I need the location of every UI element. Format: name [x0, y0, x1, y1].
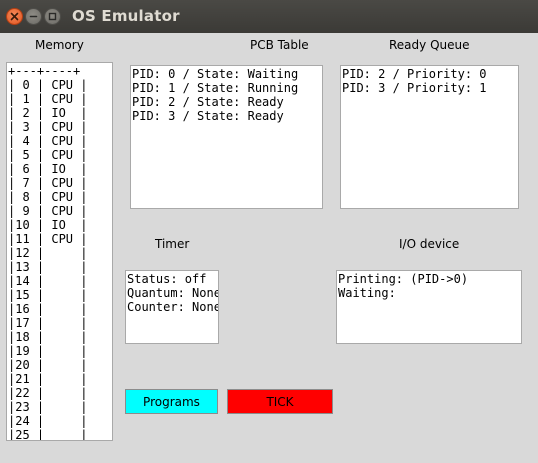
- text-line: PID: 3 / State: Ready: [132, 109, 284, 123]
- tick-button[interactable]: TICK: [227, 389, 333, 414]
- text-line: PID: 2 / State: Ready: [132, 95, 284, 109]
- text-line: | 8 | CPU |: [8, 190, 88, 204]
- text-line: |12 | |: [8, 246, 88, 260]
- text-line: | 2 | IO |: [8, 106, 88, 120]
- text-line: PID: 2 / Priority: 0: [342, 67, 487, 81]
- text-line: |25 | |: [8, 428, 88, 441]
- text-line: |20 | |: [8, 358, 88, 372]
- text-line: | 5 | CPU |: [8, 148, 88, 162]
- text-line: Quantum: None: [127, 286, 219, 300]
- text-line: PID: 3 / Priority: 1: [342, 81, 487, 95]
- text-line: Printing: (PID->0): [338, 272, 469, 286]
- close-window-button[interactable]: [6, 8, 23, 25]
- text-line: |10 | IO |: [8, 218, 88, 232]
- text-line: Waiting:: [338, 286, 396, 300]
- text-line: |17 | |: [8, 316, 88, 330]
- memory-text-area[interactable]: +---+----+| 0 | CPU || 1 | CPU || 2 | IO…: [6, 62, 113, 441]
- text-line: |15 | |: [8, 288, 88, 302]
- ready-queue-heading: Ready Queue: [389, 38, 470, 52]
- text-line: | 3 | CPU |: [8, 120, 88, 134]
- timer-heading: Timer: [155, 237, 190, 251]
- text-line: Status: off: [127, 272, 207, 286]
- maximize-window-button[interactable]: [44, 8, 61, 25]
- text-line: +---+----+: [8, 64, 81, 78]
- text-line: |16 | |: [8, 302, 88, 316]
- title-bar: OS Emulator: [0, 0, 538, 33]
- close-icon: [10, 12, 19, 21]
- text-line: | 4 | CPU |: [8, 134, 88, 148]
- minimize-icon: [29, 12, 38, 21]
- text-line: Counter: None: [127, 300, 219, 314]
- text-line: |14 | |: [8, 274, 88, 288]
- window-title: OS Emulator: [72, 7, 180, 25]
- text-line: |13 | |: [8, 260, 88, 274]
- text-line: | 9 | CPU |: [8, 204, 88, 218]
- text-line: | 7 | CPU |: [8, 176, 88, 190]
- memory-heading: Memory: [35, 38, 84, 52]
- text-line: |23 | |: [8, 400, 88, 414]
- text-line: |11 | CPU |: [8, 232, 88, 246]
- text-line: | 1 | CPU |: [8, 92, 88, 106]
- programs-button[interactable]: Programs: [125, 389, 218, 414]
- pcb-table-heading: PCB Table: [250, 38, 309, 52]
- minimize-window-button[interactable]: [25, 8, 42, 25]
- text-line: |19 | |: [8, 344, 88, 358]
- io-device-heading: I/O device: [399, 237, 460, 251]
- text-line: | 6 | IO |: [8, 162, 88, 176]
- io-device-text-area[interactable]: Printing: (PID->0)Waiting:: [336, 270, 522, 344]
- text-line: |18 | |: [8, 330, 88, 344]
- text-line: |21 | |: [8, 372, 88, 386]
- text-line: | 0 | CPU |: [8, 78, 88, 92]
- text-line: |24 | |: [8, 414, 88, 428]
- text-line: PID: 0 / State: Waiting: [132, 67, 299, 81]
- maximize-icon: [48, 12, 57, 21]
- text-line: |22 | |: [8, 386, 88, 400]
- text-line: PID: 1 / State: Running: [132, 81, 299, 95]
